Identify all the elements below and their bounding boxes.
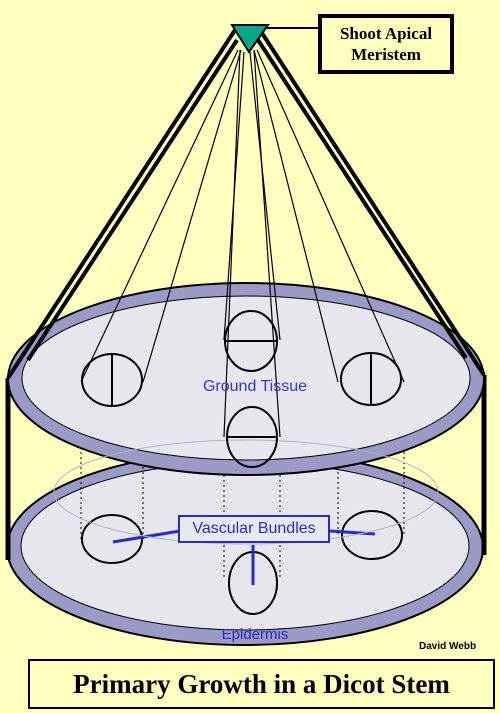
upper-ground-tissue <box>21 295 471 461</box>
inner-shadow-arc <box>53 439 439 545</box>
lower-vascular-bundles <box>81 510 403 615</box>
lower-cross-section <box>6 450 484 646</box>
lower-ground-tissue <box>20 461 470 631</box>
meristem-thick-lines <box>6 28 486 380</box>
vascular-bundles-label: Vascular Bundles <box>178 515 330 543</box>
diagram-title: Primary Growth in a Dicot Stem <box>28 659 495 709</box>
pointer-right <box>329 529 376 536</box>
meristem-thin-lines <box>80 49 405 438</box>
epidermis-label: Epidermis <box>221 626 289 643</box>
lower-bundle-left <box>81 514 143 564</box>
lower-bundle-right <box>341 510 403 560</box>
upper-cross-section <box>7 282 485 545</box>
shoot-apical-meristem-label: Shoot Apical Meristem <box>318 14 454 74</box>
author-credit: David Webb <box>419 641 477 652</box>
shoot-apical-meristem <box>230 24 270 54</box>
ground-tissue-label: Ground Tissue <box>202 378 308 395</box>
